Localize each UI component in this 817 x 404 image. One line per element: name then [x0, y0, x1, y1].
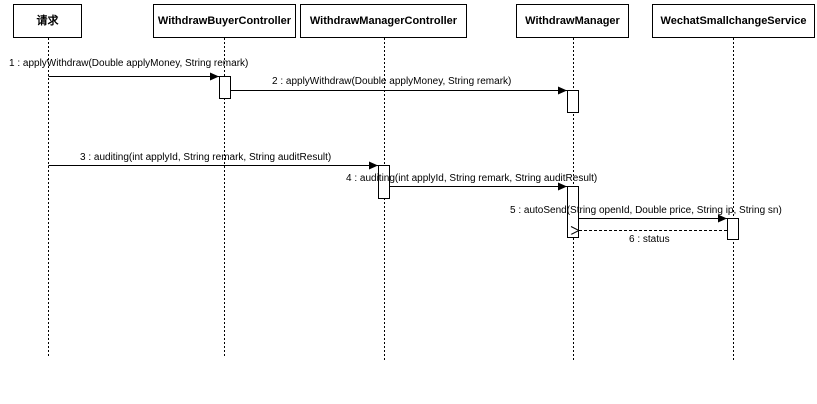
message-6: 6 : status [579, 231, 727, 245]
message-1-label: 1 : applyWithdraw(Double applyMoney, Str… [9, 58, 248, 69]
lifeline-request-box [13, 4, 82, 38]
activation-manager-1 [567, 90, 579, 113]
message-3: 3 : auditing(int applyId, String remark,… [48, 152, 378, 170]
lifeline-withdraw-manager-controller-box [300, 4, 467, 38]
lifeline-withdraw-buyer-controller-title: WithdrawBuyerController [158, 15, 292, 27]
lifeline-wechat-smallchange-service-box [652, 4, 815, 38]
lifeline-withdraw-manager-controller: WithdrawManagerController [300, 4, 467, 362]
message-2: 2 : applyWithdraw(Double applyMoney, Str… [230, 76, 567, 95]
lifeline-request-title: 请求 [37, 13, 60, 27]
activation-wechat-service [727, 218, 739, 240]
lifeline-withdraw-buyer-controller-box [153, 4, 296, 38]
message-5-label: 5 : autoSend(String openId, Double price… [510, 205, 782, 216]
message-5: 5 : autoSend(String openId, Double price… [510, 205, 782, 223]
lifeline-request: 请求 [13, 4, 82, 358]
message-3-label: 3 : auditing(int applyId, String remark,… [80, 152, 331, 163]
message-6-label: 6 : status [629, 234, 670, 245]
message-4: 4 : auditing(int applyId, String remark,… [346, 173, 597, 191]
lifeline-withdraw-manager-box [516, 4, 629, 38]
lifeline-withdraw-manager-controller-title: WithdrawManagerController [310, 15, 458, 27]
message-1: 1 : applyWithdraw(Double applyMoney, Str… [9, 58, 248, 81]
message-4-label: 4 : auditing(int applyId, String remark,… [346, 173, 597, 184]
message-2-label: 2 : applyWithdraw(Double applyMoney, Str… [272, 76, 511, 87]
lifeline-wechat-smallchange-service: WechatSmallchangeService [652, 4, 815, 362]
activation-manager-controller [378, 165, 390, 199]
activation-manager-2 [567, 186, 579, 238]
activation-buyer-controller [219, 76, 231, 99]
lifeline-withdraw-manager-title: WithdrawManager [525, 15, 620, 27]
lifeline-wechat-smallchange-service-title: WechatSmallchangeService [661, 15, 807, 27]
lifeline-withdraw-manager: WithdrawManager [516, 4, 629, 362]
